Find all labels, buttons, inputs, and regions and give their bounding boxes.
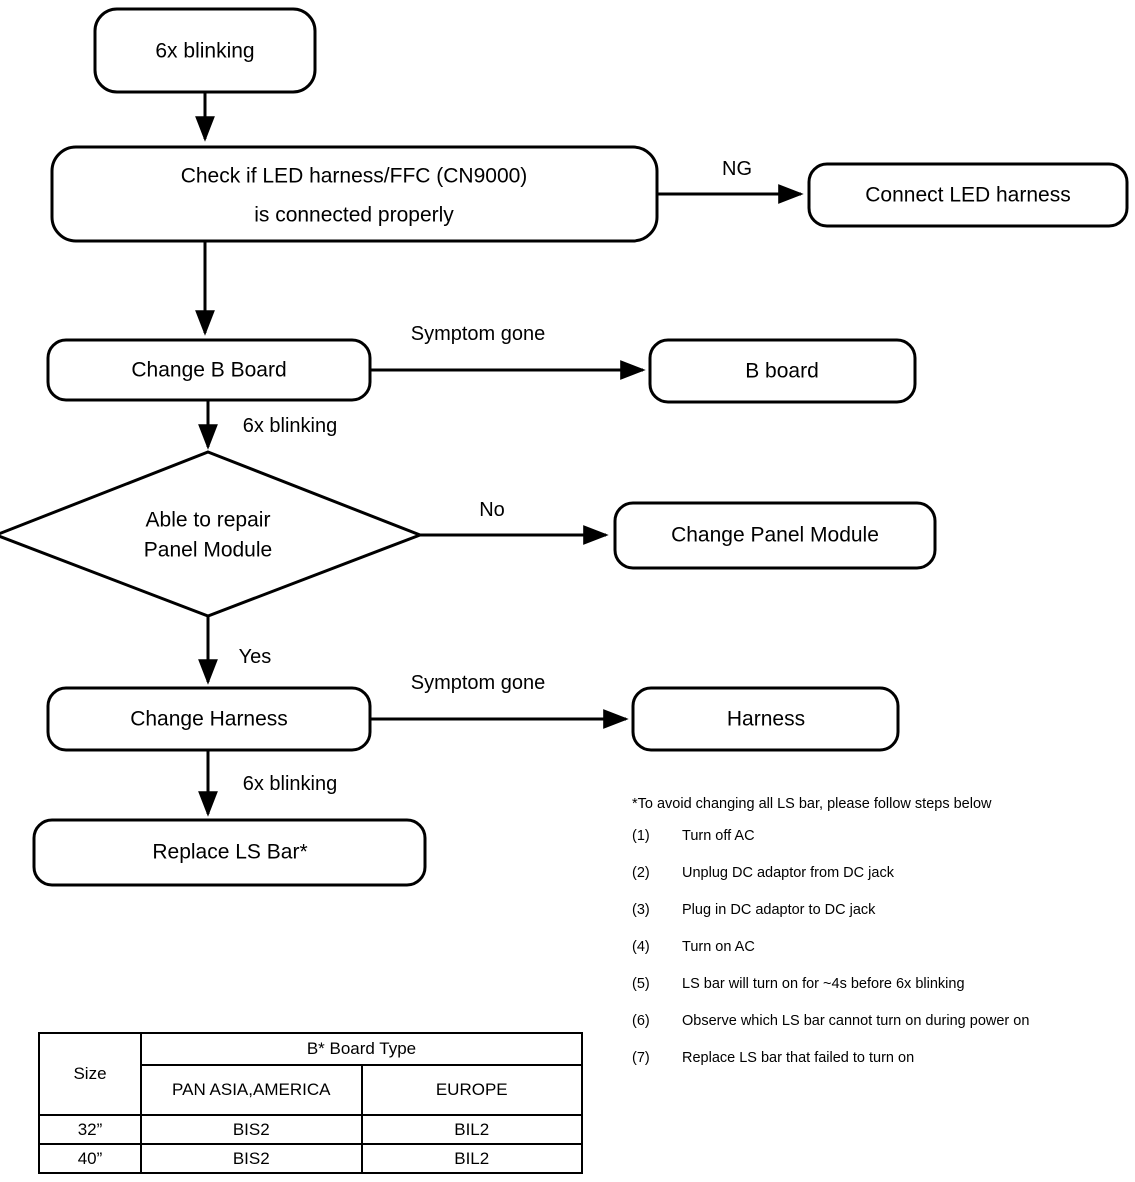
table-row: 32” BIS2 BIL2 [38, 1114, 583, 1145]
note-step-5-text: LS bar will turn on for ~4s before 6x bl… [682, 976, 965, 992]
note-step-6-number: (6) [632, 1013, 650, 1029]
table-cell-europe-40: BIL2 [360, 1143, 583, 1174]
table-header-pan-asia-america: PAN ASIA,AMERICA [140, 1064, 363, 1116]
table-header-row-1: Size B* Board Type [38, 1032, 583, 1116]
node-harness[interactable]: Harness [631, 686, 900, 752]
note-step-1-text: Turn off AC [682, 828, 755, 844]
table-cell-size-32: 32” [38, 1114, 142, 1145]
edge-change-b-to-diamond: 6x blinking [198, 400, 338, 450]
node-able-to-repair-panel-module[interactable]: Able to repair Panel Module [0, 450, 425, 618]
table-row: 40” BIS2 BIL2 [38, 1143, 583, 1174]
edge-change-harness-to-replace-ls: 6x blinking [198, 750, 338, 817]
note-step-4-number: (4) [632, 939, 650, 955]
note-step-4: (4) Turn on AC [632, 938, 1132, 956]
edge-change-harness-to-harness: Symptom gone [370, 672, 629, 729]
node-label-replace-ls-bar: Replace LS Bar* [152, 841, 307, 864]
note-step-2-text: Unplug DC adaptor from DC jack [682, 865, 894, 881]
note-step-1: (1) Turn off AC [632, 827, 1132, 845]
note-step-3: (3) Plug in DC adaptor to DC jack [632, 901, 1132, 919]
note-step-2: (2) Unplug DC adaptor from DC jack [632, 864, 1132, 882]
edge-label-6x-blinking-harness: 6x blinking [243, 773, 338, 795]
note-step-3-number: (3) [632, 902, 650, 918]
edge-diamond-to-change-harness: Yes [198, 616, 272, 685]
node-change-panel-module[interactable]: Change Panel Module [613, 501, 937, 570]
node-label-able-repair-line1: Able to repair [146, 509, 271, 532]
table-cell-pan-32: BIS2 [140, 1114, 363, 1145]
table-cell-europe-32: BIL2 [360, 1114, 583, 1145]
note-step-6: (6) Observe which LS bar cannot turn on … [632, 1012, 1132, 1030]
node-label-change-panel-module: Change Panel Module [671, 524, 879, 547]
table-header-size: Size [38, 1032, 142, 1116]
note-step-5: (5) LS bar will turn on for ~4s before 6… [632, 975, 1132, 993]
node-label-change-b-board: Change B Board [131, 359, 286, 382]
edge-label-yes: Yes [239, 646, 272, 668]
notes-panel: *To avoid changing all LS bar, please fo… [632, 795, 1132, 1086]
node-label-connect-led-harness: Connect LED harness [865, 184, 1070, 207]
node-replace-ls-bar[interactable]: Replace LS Bar* [32, 818, 427, 887]
table-header-row-2: PAN ASIA,AMERICA EUROPE [39, 1064, 583, 1116]
note-step-3-text: Plug in DC adaptor to DC jack [682, 902, 876, 918]
node-change-b-board[interactable]: Change B Board [46, 338, 372, 402]
edge-label-no: No [479, 499, 505, 521]
note-step-1-number: (1) [632, 828, 650, 844]
edge-diamond-to-change-panel: No [420, 499, 609, 545]
node-label-b-board: B board [745, 360, 819, 383]
node-connect-led-harness[interactable]: Connect LED harness [807, 162, 1129, 228]
note-step-6-text: Observe which LS bar cannot turn on duri… [682, 1013, 1030, 1029]
edge-check-to-connect-led: NG [657, 158, 804, 204]
node-b-board[interactable]: B board [648, 338, 917, 404]
table-header-board-type: B* Board Type [140, 1032, 583, 1066]
note-step-7-number: (7) [632, 1050, 650, 1066]
table-cell-size-40: 40” [38, 1143, 142, 1174]
note-step-7: (7) Replace LS bar that failed to turn o… [632, 1049, 1132, 1067]
node-label-check-led-line2: is connected properly [254, 204, 454, 227]
note-step-7-text: Replace LS bar that failed to turn on [682, 1050, 915, 1066]
edge-label-symptom-gone-harness: Symptom gone [411, 672, 546, 694]
node-change-harness[interactable]: Change Harness [46, 686, 372, 752]
table-header-europe: EUROPE [360, 1064, 583, 1116]
notes-heading: *To avoid changing all LS bar, please fo… [632, 796, 992, 812]
table-cell-pan-40: BIS2 [140, 1143, 363, 1174]
note-step-5-number: (5) [632, 976, 650, 992]
node-label-able-repair-line2: Panel Module [144, 539, 272, 562]
node-label-start: 6x blinking [155, 40, 254, 63]
node-label-check-led-line1: Check if LED harness/FFC (CN9000) [181, 165, 528, 188]
node-check-led-harness[interactable]: Check if LED harness/FFC (CN9000) is con… [50, 145, 659, 243]
node-start-6x-blinking[interactable]: 6x blinking [93, 7, 317, 94]
node-label-change-harness: Change Harness [130, 708, 288, 731]
edge-label-symptom-gone-b: Symptom gone [411, 323, 546, 345]
note-step-2-number: (2) [632, 865, 650, 881]
edge-change-b-to-b-board: Symptom gone [370, 323, 646, 380]
note-step-4-text: Turn on AC [682, 939, 755, 955]
edge-label-ng: NG [722, 158, 752, 180]
board-type-table: Size B* Board Type PAN ASIA,AMERICA EURO… [38, 1032, 583, 1174]
node-label-harness: Harness [727, 708, 805, 731]
edge-label-6x-blinking-b: 6x blinking [243, 415, 338, 437]
